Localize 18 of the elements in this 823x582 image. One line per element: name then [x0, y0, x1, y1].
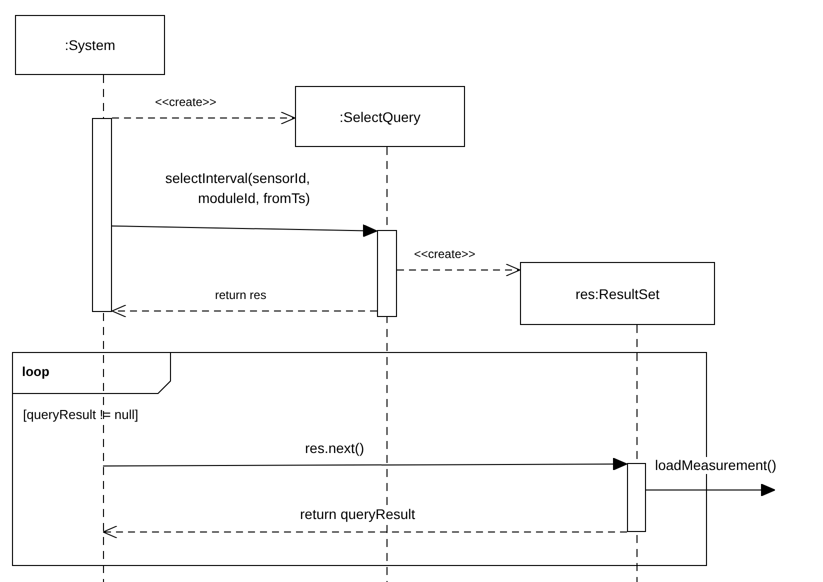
message-arrow	[112, 224, 378, 238]
message-arrow	[646, 484, 776, 496]
return-message-arrow	[112, 112, 296, 124]
lifeline	[102, 75, 104, 582]
object-box: :SelectQuery	[295, 86, 465, 147]
fragment-keyword: loop	[22, 364, 50, 379]
return-message-arrow	[102, 526, 628, 538]
return-message-arrow	[396, 264, 520, 276]
activation-bar	[627, 463, 646, 532]
activation-bar	[92, 118, 112, 312]
activation-bar	[377, 230, 397, 317]
message-label: return queryResult	[300, 506, 416, 523]
message-label: loadMeasurement()	[655, 457, 776, 474]
message-arrow	[102, 458, 628, 471]
object-box: :System	[15, 15, 165, 75]
message-label: res.next()	[305, 440, 364, 457]
object-box: res:ResultSet	[520, 262, 715, 325]
return-message-arrow	[112, 304, 378, 318]
